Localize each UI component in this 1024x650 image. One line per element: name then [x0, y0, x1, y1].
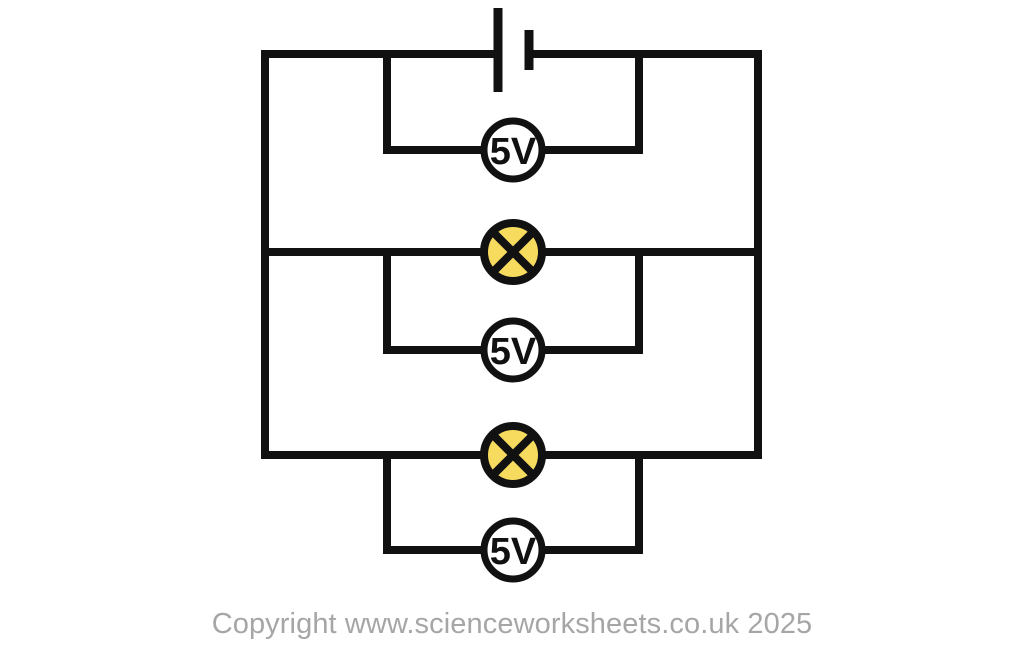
- wire-middle-meter-branch-right: [542, 252, 643, 354]
- lamp-middle: [480, 422, 546, 488]
- voltmeter-bottom: 5V: [480, 517, 546, 583]
- voltmeter-middle-body: [480, 317, 546, 383]
- wire-bottom-meter-branch-right: [542, 455, 643, 554]
- voltmeter-top-reading: 5V: [490, 131, 537, 173]
- voltmeter-top-body: [480, 117, 546, 183]
- voltmeter-bottom-reading: 5V: [490, 531, 537, 573]
- wire-top-meter-branch-left: [383, 54, 484, 154]
- lamp-top-cross-b: [490, 229, 536, 275]
- lamp-middle-cross-b: [490, 432, 536, 478]
- voltmeter-bottom-body: [480, 517, 546, 583]
- voltmeter-middle: 5V: [480, 317, 546, 383]
- wire-top-meter-branch-right: [542, 54, 643, 154]
- wire-middle-meter-branch-left: [383, 252, 484, 354]
- voltmeter-top: 5V: [480, 117, 546, 183]
- lamp-top: [480, 219, 546, 285]
- copyright-notice: Copyright www.scienceworksheets.co.uk 20…: [211, 608, 813, 640]
- voltmeter-middle-reading: 5V: [490, 331, 537, 373]
- wire-bottom-meter-branch-left: [383, 455, 484, 554]
